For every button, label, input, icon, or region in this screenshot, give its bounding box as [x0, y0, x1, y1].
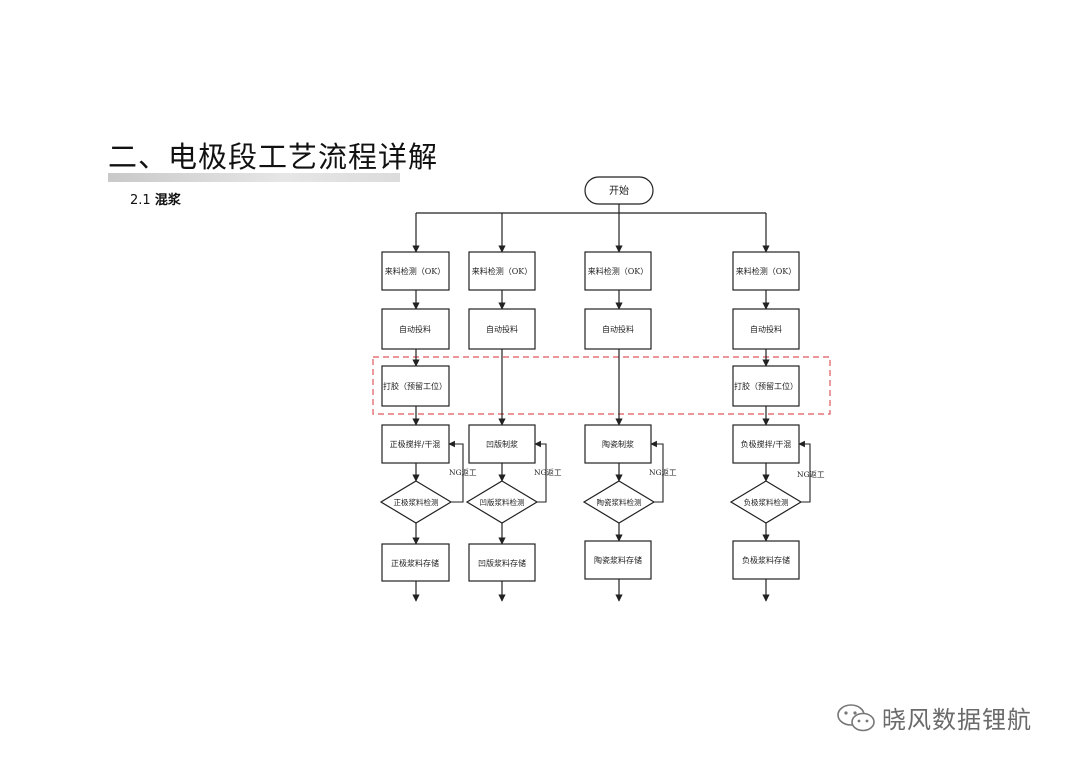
ng-rework-loop — [534, 440, 547, 503]
slurry-storage-label: 陶瓷浆料存储 — [594, 555, 642, 565]
auto-feed-box — [584, 308, 652, 350]
ng-rework-loop — [650, 440, 664, 503]
glue-station-box — [732, 365, 800, 407]
ceramic-slurry-box — [584, 424, 652, 464]
slurry-storage-label: 负极浆料存储 — [742, 555, 790, 565]
column-ceramic: 来料检测（OK） 自动投料 陶瓷制浆 陶瓷浆料检测 NG返工 陶瓷浆料存储 — [582, 213, 677, 602]
auto-feed-label: 自动投料 — [399, 324, 431, 334]
ng-rework-label: NG返工 — [649, 468, 677, 477]
start-label: 开始 — [609, 184, 629, 197]
column-negative: 来料检测（OK） 自动投料 打胶（预留工位） 负极搅拌/干混 负极浆料检测 NG… — [729, 213, 825, 602]
slurry-storage-box — [584, 540, 652, 580]
mixing-label: 正极搅拌/干混 — [390, 439, 441, 449]
auto-feed-label: 自动投料 — [602, 324, 634, 334]
incoming-inspection-label: 来料检测（OK） — [588, 266, 649, 276]
slurry-storage-label: 正极浆料存储 — [391, 558, 439, 568]
watermark-text: 晓风数据锂航 — [882, 706, 1032, 734]
slurry-storage-box — [732, 540, 800, 580]
ng-rework-label: NG返工 — [449, 468, 477, 477]
mixing-label: 负极搅拌/干混 — [741, 439, 792, 449]
section-heading: 2.1 混浆 — [130, 189, 181, 208]
auto-feed-box — [732, 308, 800, 350]
auto-feed-label: 自动投料 — [750, 324, 782, 334]
incoming-inspection-box — [468, 251, 536, 291]
slurry-check-label: 陶瓷浆料检测 — [597, 497, 642, 507]
column-positive: 来料检测（OK） 自动投料 打胶（预留工位） 正极搅拌/干混 正极浆料检测 NG… — [379, 213, 477, 602]
glue-station-label: 打胶（预留工位） — [383, 381, 447, 391]
incoming-inspection-box — [732, 251, 800, 291]
auto-feed-label: 自动投料 — [486, 324, 518, 334]
incoming-inspection-label: 来料检测（OK） — [385, 266, 446, 276]
slurry-storage-box — [381, 543, 450, 582]
incoming-inspection-box — [584, 251, 652, 291]
section-name: 混浆 — [154, 193, 181, 208]
page-title: 二、电极段工艺流程详解 — [108, 140, 439, 174]
reserved-station-highlight — [372, 356, 831, 415]
auto-feed-box — [468, 308, 536, 350]
gravure-slurry-box — [468, 424, 536, 464]
ng-rework-label: NG返工 — [797, 470, 825, 479]
ng-rework-label: NG返工 — [534, 468, 562, 477]
column-gravure: 来料检测（OK） 自动投料 凹版制浆 凹版浆料检测 NG返工 凹版浆料存储 — [465, 213, 562, 602]
watermark: 晓风数据锂航 — [836, 700, 1032, 735]
glue-station-label: 打胶（预留工位） — [734, 381, 798, 391]
gravure-slurry-label: 凹版制浆 — [486, 439, 518, 449]
title-underline — [108, 173, 400, 182]
slurry-check-label: 正极浆料检测 — [394, 497, 439, 507]
ng-rework-loop — [448, 440, 464, 503]
wechat-icon — [837, 703, 875, 731]
incoming-inspection-label: 来料检测（OK） — [736, 266, 797, 276]
slurry-storage-label: 凹版浆料存储 — [478, 558, 526, 568]
section-number: 2.1 — [130, 193, 151, 208]
slurry-storage-box — [468, 543, 536, 582]
slurry-check-label: 凹版浆料检测 — [480, 497, 525, 507]
ceramic-slurry-label: 陶瓷制浆 — [602, 439, 634, 449]
glue-station-box — [381, 365, 450, 407]
incoming-inspection-label: 来料检测（OK） — [472, 266, 533, 276]
ng-rework-loop — [798, 440, 811, 503]
slurry-check-label: 负极浆料检测 — [744, 497, 789, 507]
